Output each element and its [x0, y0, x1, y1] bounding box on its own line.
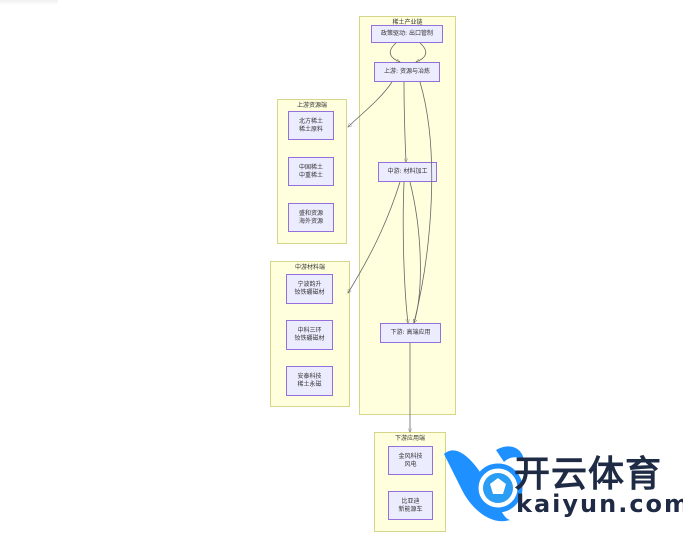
node-label-line: 钕铁硼磁材	[294, 335, 325, 342]
cluster-main-title: 稀土产业链	[392, 19, 423, 26]
node-shenghe-resources[interactable]: 盛和资源海外资源	[288, 203, 334, 232]
node-zhongke-sanhuan[interactable]: 中科三环钕铁硼磁材	[286, 320, 333, 350]
cluster-downstream-title: 下游应用端	[394, 435, 425, 442]
node-policy[interactable]: 政策驱动: 出口管制	[371, 25, 443, 43]
node-label-line: 中科三环	[297, 327, 322, 334]
node-label-line: 安泰科技	[297, 373, 322, 380]
watermark-brand-en: kaiyun.com	[516, 490, 683, 518]
node-downstream[interactable]: 下游: 高端应用	[380, 323, 441, 343]
watermark-brand-cn: 开云体育	[514, 454, 663, 495]
node-label-line: 中重稀土	[298, 171, 323, 179]
node-north-rare-earth[interactable]: 北方稀土稀土原料	[288, 111, 334, 140]
node-label-line: 中游: 材料加工	[387, 168, 428, 175]
node-label-line: 下游: 高端应用	[390, 329, 431, 336]
node-label-line: 稀土永磁	[297, 381, 322, 388]
node-label-line: 钕铁硼磁材	[294, 289, 325, 296]
node-label-line: 盛和资源	[298, 209, 323, 217]
node-label-line: 上游: 资源与冶炼	[384, 68, 430, 75]
node-midstream[interactable]: 中游: 材料加工	[378, 162, 437, 182]
node-label-line: 宁波韵升	[297, 281, 322, 288]
node-china-rare-earth[interactable]: 中国稀土中重稀土	[288, 157, 334, 186]
node-label-line: 风电	[404, 460, 417, 468]
node-label-line: 海外资源	[298, 217, 323, 225]
node-wind-power[interactable]: 金风科技风电	[388, 446, 433, 475]
node-label-line: 北方稀土	[298, 117, 323, 125]
node-label-line: 金风科技	[398, 452, 423, 460]
node-label-line: 中国稀土	[298, 163, 323, 171]
node-label-line: 稀土原料	[298, 125, 323, 133]
node-ningbo-yunsheng[interactable]: 宁波韵升钕铁硼磁材	[286, 274, 333, 304]
node-upstream[interactable]: 上游: 资源与冶炼	[374, 62, 440, 82]
node-label-line: 政策驱动: 出口管制	[381, 30, 433, 37]
node-antai-tech[interactable]: 安泰科技稀土永磁	[286, 366, 333, 396]
cluster-midstream-title: 中游材料端	[294, 264, 325, 271]
node-label-line: 比亚迪	[401, 497, 420, 505]
node-new-energy-vehicle[interactable]: 比亚迪新能源车	[388, 491, 433, 520]
corner-artifact	[0, 0, 58, 5]
node-label-line: 新能源车	[398, 505, 423, 513]
kaiyun-logo-icon	[444, 446, 524, 522]
cluster-upstream-title: 上游资源端	[296, 102, 327, 109]
